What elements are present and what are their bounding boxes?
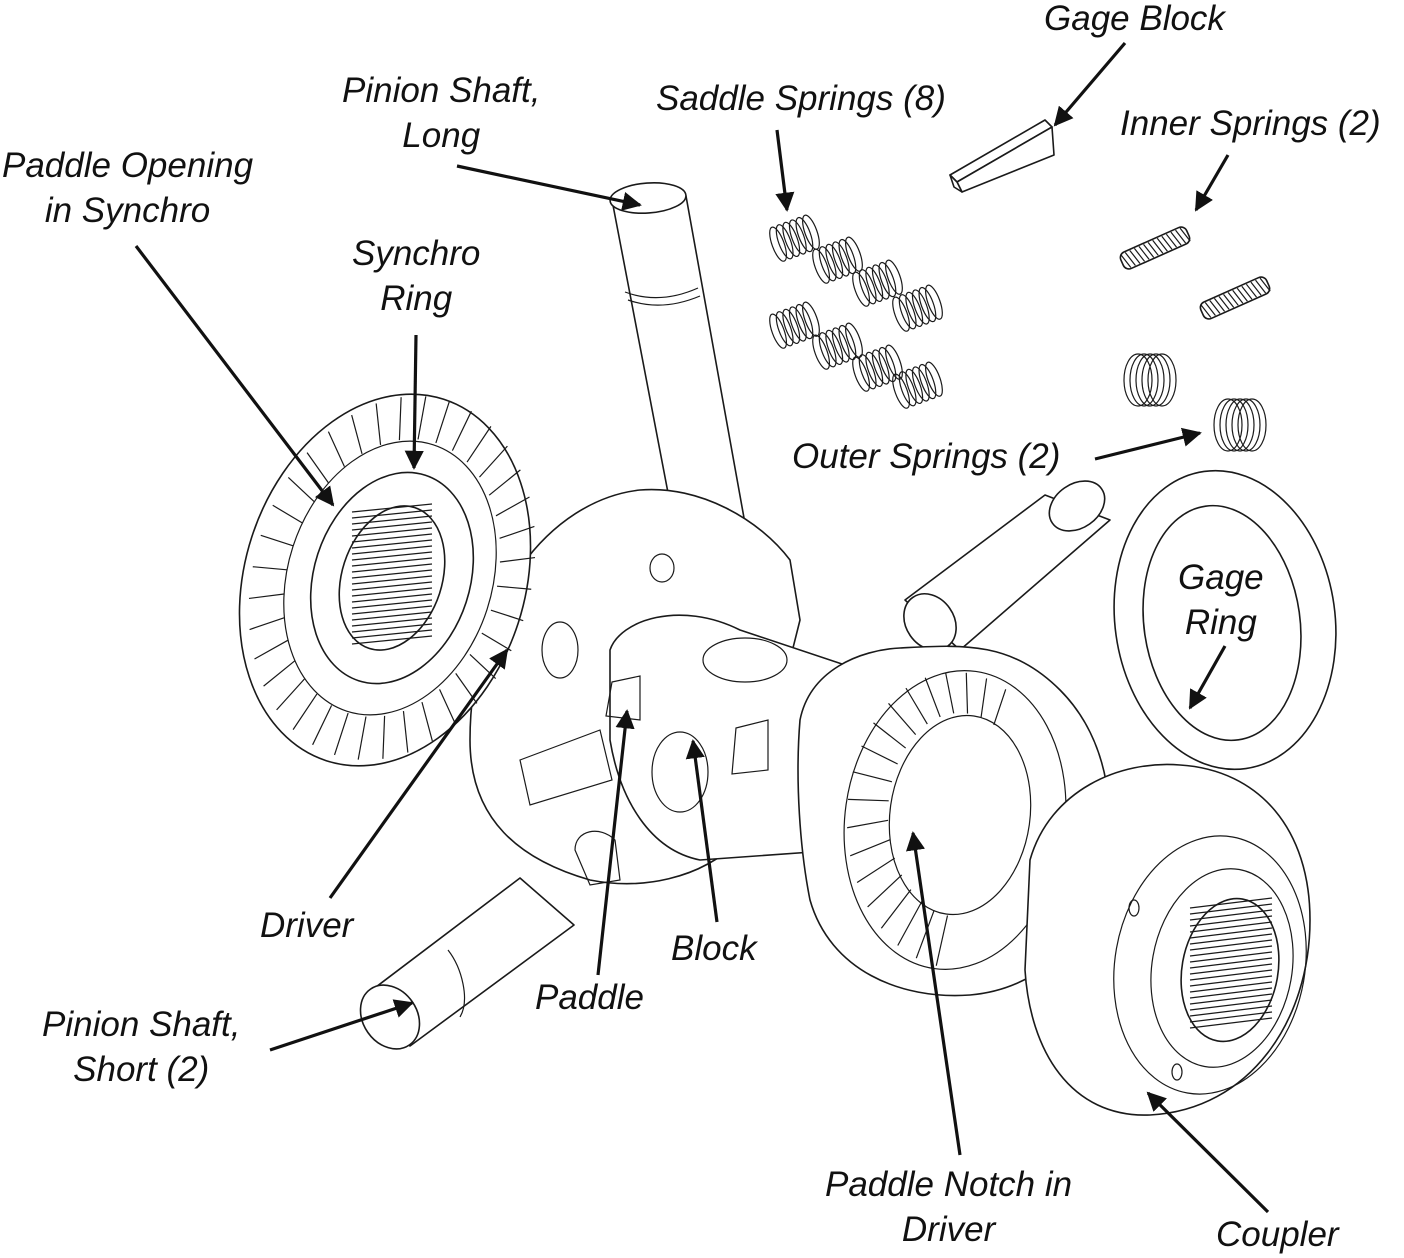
leader-pinion-shaft-short	[269, 999, 414, 1052]
label-synchro-ring-line-2: Ring	[380, 279, 453, 318]
label-gage-block: Gage Block	[1044, 0, 1225, 41]
label-pinion-shaft-long-line-2: Long	[402, 116, 481, 155]
synchro-ring-part	[238, 393, 536, 767]
saddle-spring	[769, 214, 820, 262]
leader-lines	[134, 41, 1270, 1214]
label-inner-springs: Inner Springs (2)	[1120, 101, 1381, 146]
leader-pinion-shaft-long	[456, 164, 642, 211]
leader-gage-block	[1053, 41, 1127, 127]
leader-gage-ring	[1188, 645, 1227, 710]
label-paddle-line-1: Paddle	[535, 978, 644, 1017]
leader-coupler	[1146, 1091, 1270, 1214]
leader-block	[685, 739, 719, 923]
saddle-spring	[812, 322, 863, 370]
saddle-spring	[769, 301, 820, 349]
label-block: Block	[671, 926, 757, 971]
leader-saddle-springs	[775, 129, 795, 212]
label-saddle-springs: Saddle Springs (8)	[656, 76, 946, 121]
label-synchro-ring-line-1: Synchro	[352, 234, 481, 273]
saddle-spring	[852, 344, 903, 392]
label-inner-springs-line-1: Inner Springs (2)	[1120, 104, 1381, 143]
label-paddle-notch: Paddle Notch in Driver	[825, 1162, 1072, 1252]
pinion-shaft-right-part	[903, 480, 1111, 651]
leader-paddle-notch	[905, 831, 962, 1156]
label-driver-line-1: Driver	[260, 906, 354, 945]
saddle-springs-part	[769, 214, 943, 409]
label-paddle-opening: Paddle Opening in Synchro	[2, 143, 253, 233]
label-synchro-ring: Synchro Ring	[352, 231, 480, 321]
label-pinion-shaft-short-line-1: Pinion Shaft,	[42, 1005, 241, 1044]
label-paddle-opening-line-1: Paddle Opening	[2, 146, 254, 185]
saddle-spring	[892, 284, 943, 332]
saddle-spring	[852, 259, 903, 307]
label-gage-ring: Gage Ring	[1178, 555, 1264, 645]
label-paddle-notch-line-1: Paddle Notch in	[825, 1165, 1073, 1204]
label-outer-springs: Outer Springs (2)	[792, 434, 1060, 479]
label-gage-block-line-1: Gage Block	[1044, 0, 1225, 38]
label-coupler: Coupler	[1216, 1212, 1339, 1257]
inner-springs-part	[1119, 226, 1271, 320]
leader-synchro-ring	[404, 334, 424, 470]
paddle-part	[605, 675, 641, 721]
gage-ring-part	[1113, 469, 1337, 771]
label-pinion-shaft-long: Pinion Shaft, Long	[342, 68, 540, 158]
label-saddle-springs-line-1: Saddle Springs (8)	[656, 79, 946, 118]
pinion-shaft-short-part	[359, 877, 575, 1050]
label-pinion-shaft-short-line-2: Short (2)	[73, 1050, 210, 1089]
label-pinion-shaft-long-line-1: Pinion Shaft,	[342, 71, 541, 110]
label-paddle-opening-line-2: in Synchro	[44, 191, 211, 230]
outer-springs-part	[1123, 353, 1267, 452]
label-driver: Driver	[260, 903, 353, 948]
leader-paddle-opening	[134, 245, 335, 507]
label-coupler-line-1: Coupler	[1216, 1215, 1339, 1254]
leader-driver	[328, 648, 509, 899]
gage-block-part	[949, 119, 1055, 193]
leader-inner-springs	[1194, 154, 1230, 212]
saddle-spring	[812, 236, 863, 284]
coupler-part	[1024, 763, 1311, 1116]
leader-outer-springs	[1094, 427, 1202, 461]
saddle-spring	[892, 361, 943, 409]
label-paddle: Paddle	[535, 975, 644, 1020]
label-outer-springs-line-1: Outer Springs (2)	[792, 437, 1061, 476]
label-block-line-1: Block	[671, 929, 757, 968]
leader-paddle	[596, 709, 635, 976]
label-gage-ring-line-2: Ring	[1184, 603, 1257, 642]
label-gage-ring-line-1: Gage	[1178, 558, 1264, 597]
label-paddle-notch-line-2: Driver	[901, 1210, 996, 1249]
label-pinion-shaft-short: Pinion Shaft, Short (2)	[42, 1002, 240, 1092]
